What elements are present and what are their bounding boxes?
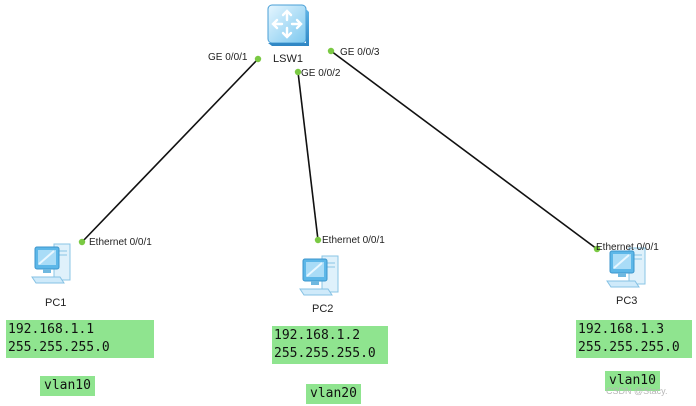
pc1-ip-address: 192.168.1.1: [8, 322, 95, 337]
pc1-port-label: Ethernet 0/0/1: [89, 237, 152, 248]
pc-icon[interactable]: [605, 245, 655, 291]
port-dot-pc2-eth: [314, 236, 322, 244]
link-lsw1-pc2[interactable]: [297, 71, 319, 241]
layer3-switch-icon[interactable]: [265, 3, 311, 49]
pc1-subnet-mask: 255.255.255.0: [8, 340, 110, 355]
switch-name: LSW1: [273, 53, 303, 65]
pc3-vlan-tag: vlan10: [605, 371, 660, 391]
pc1-vlan-tag: vlan10: [40, 376, 95, 396]
link-lsw1-pc3[interactable]: [330, 50, 598, 250]
pc3-port-label: Ethernet 0/0/1: [596, 242, 659, 253]
link-lsw1-pc1[interactable]: [81, 58, 259, 243]
port-dot-pc1-eth: [78, 238, 86, 246]
pc-icon[interactable]: [298, 253, 348, 299]
pc3-ip-address: 192.168.1.3: [578, 322, 665, 337]
pc2-name: PC2: [312, 303, 334, 315]
port-label-ge002: GE 0/0/2: [301, 68, 341, 79]
pc2-vlan-tag: vlan20: [306, 384, 361, 404]
port-label-ge003: GE 0/0/3: [340, 47, 380, 58]
pc1-name: PC1: [45, 297, 67, 309]
pc3-name: PC3: [616, 295, 638, 307]
pc2-ip-address: 192.168.1.2: [274, 328, 361, 343]
pc2-ip-config: 192.168.1.2 255.255.255.0: [272, 326, 388, 364]
pc2-subnet-mask: 255.255.255.0: [274, 346, 376, 361]
port-dot-pc3-eth: [593, 245, 601, 253]
pc3-subnet-mask: 255.255.255.0: [578, 340, 680, 355]
port-dot-lsw1-ge001: [254, 55, 262, 63]
pc2-port-label: Ethernet 0/0/1: [322, 235, 385, 246]
port-dot-lsw1-ge003: [327, 47, 335, 55]
port-label-ge001: GE 0/0/1: [208, 52, 248, 63]
pc3-ip-config: 192.168.1.3 255.255.255.0: [576, 320, 692, 358]
watermark: CSDN @Stacy.: [606, 386, 668, 396]
pc1-ip-config: 192.168.1.1 255.255.255.0: [6, 320, 154, 358]
port-dot-lsw1-ge002: [294, 68, 302, 76]
pc-icon[interactable]: [30, 241, 80, 287]
